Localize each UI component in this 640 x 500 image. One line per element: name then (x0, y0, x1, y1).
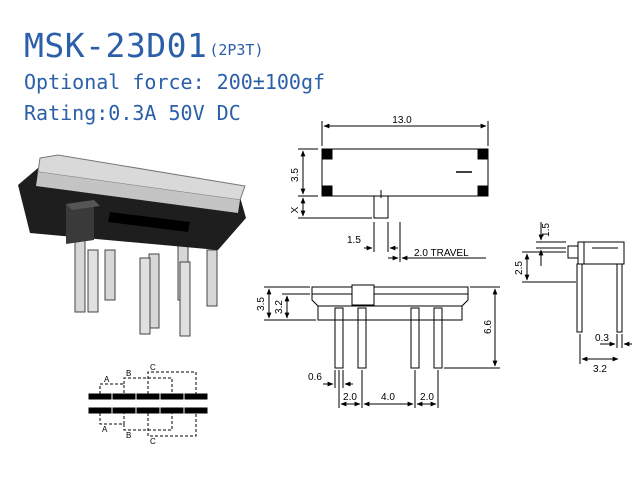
model-name: MSK-23D01 (24, 26, 208, 65)
schematic-label-c-top: C (150, 363, 156, 372)
schematic-label-a-bottom: A (102, 425, 108, 434)
circuit-schematic (88, 371, 208, 437)
schematic-label-b-top: B (126, 369, 131, 378)
front-view-drawing (264, 284, 500, 408)
dim-top-width: 13.0 (392, 115, 412, 126)
switch-product-illustration (18, 154, 246, 337)
dim-top-height: 3.5 (290, 168, 301, 182)
model-title: MSK-23D01(2P3T) (24, 26, 264, 65)
schematic-label-a-top: A (104, 375, 110, 384)
dim-pin-width: 0.6 (308, 372, 322, 383)
dim-travel: 2.0 TRAVEL (414, 248, 469, 259)
dim-pin-length: 6.6 (483, 320, 494, 334)
dim-front-inner-height: 3.2 (274, 300, 285, 314)
schematic-label-b-bottom: B (126, 431, 131, 440)
dim-side-depth: 3.2 (593, 364, 607, 375)
dim-pitch-left: 2.0 (343, 392, 357, 403)
rating-spec: Rating:0.3A 50V DC (24, 101, 241, 125)
top-view-drawing (298, 121, 489, 262)
dim-front-body-height: 3.5 (256, 297, 267, 311)
dim-side-top: 1.5 (541, 223, 552, 237)
dim-x-mark: X (290, 206, 301, 213)
model-suffix: (2P3T) (209, 40, 264, 59)
dim-actuator-width: 1.5 (347, 235, 361, 246)
schematic-label-c-bottom: C (150, 437, 156, 446)
side-view-drawing (522, 222, 632, 364)
dim-side-height: 2.5 (514, 261, 525, 275)
force-spec: Optional force: 200±100gf (24, 70, 326, 94)
dim-side-pin: 0.3 (595, 333, 609, 344)
dim-pitch-center: 4.0 (381, 392, 395, 403)
dim-pitch-right: 2.0 (420, 392, 434, 403)
